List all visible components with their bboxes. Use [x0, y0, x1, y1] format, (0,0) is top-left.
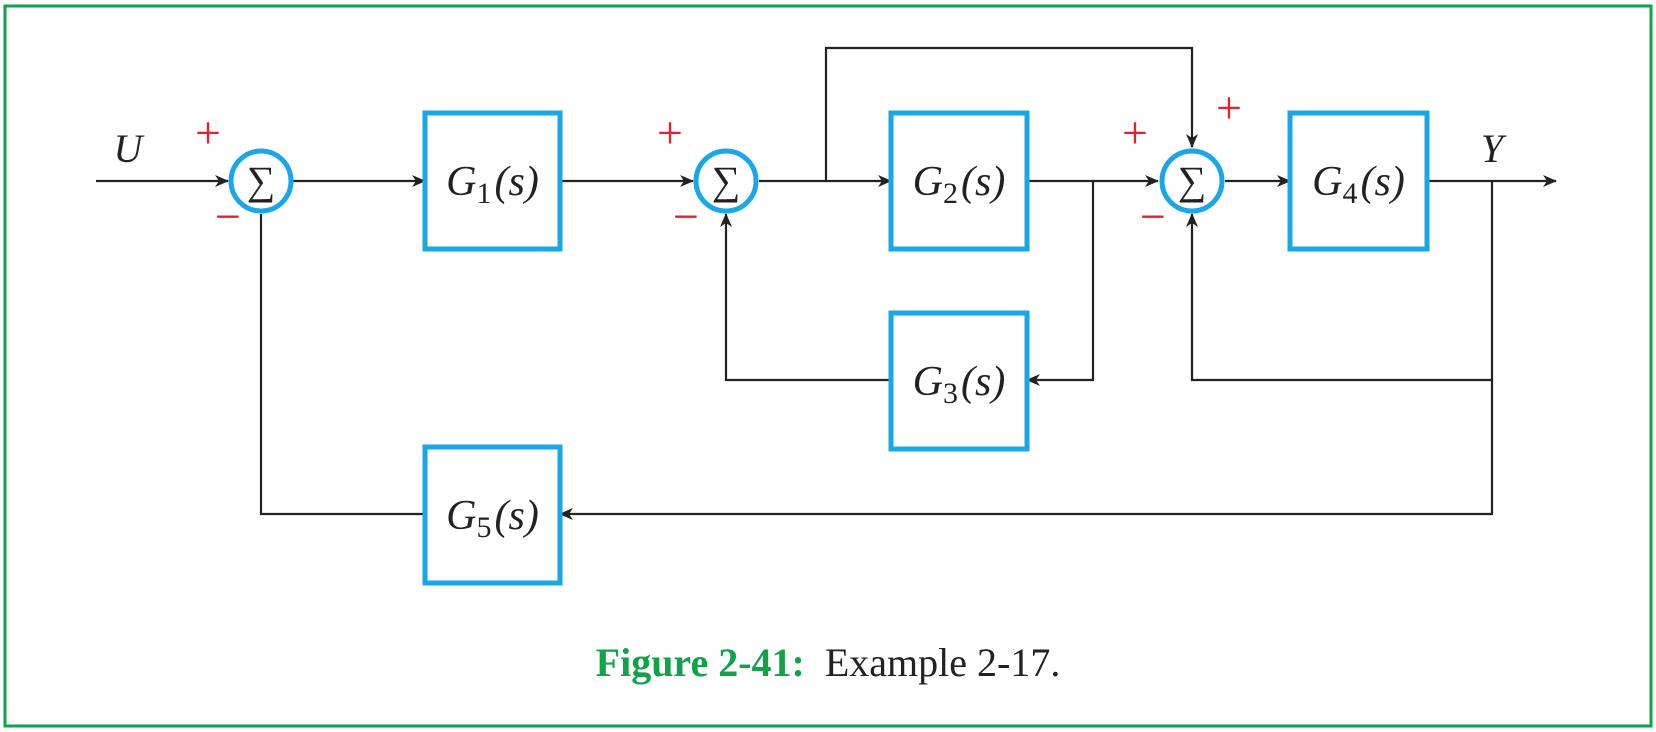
sigma-symbol: ∑: [712, 158, 741, 203]
block-letter: G: [446, 159, 476, 205]
caption-text: Example 2-17.: [825, 640, 1061, 685]
block-g2: G2(s): [888, 110, 1030, 252]
block-g3: G3(s): [888, 310, 1030, 452]
block-g4-label: G4(s): [1312, 159, 1405, 210]
input-signal-label: U: [114, 126, 146, 171]
block-g3-label: G3(s): [913, 359, 1006, 410]
block-subscript: 1: [477, 177, 492, 210]
figure-caption: Figure 2-41: Example 2-17.: [596, 640, 1061, 685]
minus-sign: −: [673, 191, 699, 242]
summing-circle: [693, 148, 759, 214]
block-argument: (s): [961, 359, 1005, 405]
plus-sign: +: [1122, 107, 1148, 158]
wire-g2-to-g3: [1026, 181, 1095, 386]
summing-junction-sum3: ∑++−: [1122, 82, 1242, 242]
block-g2-box: [888, 110, 1030, 252]
block-g5-label: G5(s): [446, 493, 539, 544]
block-g4-box: [1287, 110, 1430, 252]
block-letter: G: [1312, 159, 1342, 205]
wire-output-to-g5: [559, 380, 1494, 520]
caption-label: Figure 2-41:: [596, 640, 805, 685]
minus-sign: −: [215, 191, 241, 242]
block-argument: (s): [961, 159, 1005, 205]
block-subscript: 3: [943, 377, 958, 410]
block-letter: G: [913, 159, 943, 205]
block-argument: (s): [495, 159, 539, 205]
block-subscript: 2: [943, 177, 958, 210]
block-g5: G5(s): [422, 444, 563, 586]
plus-sign: +: [657, 107, 683, 158]
summing-circle: [1159, 148, 1225, 214]
wire-output-to-sum3: [1186, 181, 1494, 382]
block-argument: (s): [1361, 159, 1405, 205]
block-g1-label: G1(s): [446, 159, 539, 210]
block-g2-label: G2(s): [913, 159, 1006, 210]
plus-sign: +: [1216, 82, 1242, 133]
wire-g5-to-sum1: [259, 214, 425, 516]
wire-g3-to-sum2: [720, 213, 891, 382]
block-g3-box: [888, 310, 1030, 452]
block-subscript: 4: [1343, 177, 1358, 210]
transfer-blocks: G1(s)G2(s)G3(s)G4(s)G5(s): [422, 110, 1430, 586]
figure-frame: [3, 4, 1653, 728]
block-subscript: 5: [477, 511, 492, 544]
minus-sign: −: [1140, 191, 1166, 242]
block-g1: G1(s): [422, 110, 563, 252]
signal-lines: [96, 46, 1557, 520]
summing-junctions: ∑+−∑+−∑++−: [195, 82, 1242, 242]
output-signal-label: Y: [1481, 126, 1507, 171]
wire-feedforward-to-sum3: [824, 46, 1198, 181]
sigma-symbol: ∑: [247, 158, 276, 203]
block-g5-box: [422, 444, 563, 586]
summing-junction-sum1: ∑ + −: [195, 107, 294, 242]
block-letter: G: [913, 359, 943, 405]
sigma-symbol: ∑: [1178, 158, 1207, 203]
block-g4: G4(s): [1287, 110, 1430, 252]
plus-sign: +: [195, 107, 221, 158]
summing-junction-sum2: ∑ + −: [657, 107, 759, 242]
block-letter: G: [446, 493, 476, 539]
block-g1-box: [422, 110, 563, 252]
summing-circle: [228, 148, 294, 214]
block-argument: (s): [495, 493, 539, 539]
